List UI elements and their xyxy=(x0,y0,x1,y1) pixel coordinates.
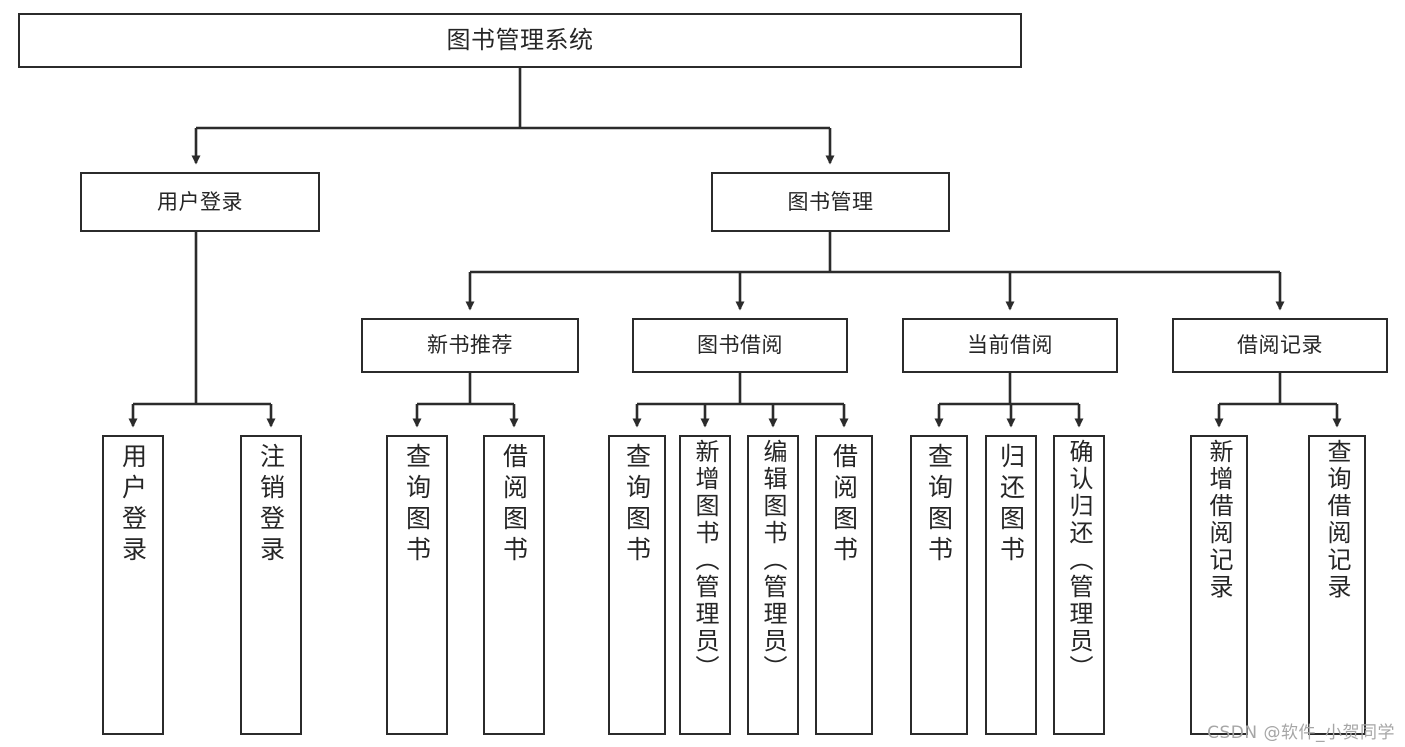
leaf-node-query-borrow-record[interactable]: 查询借阅记录 xyxy=(1308,435,1366,735)
node-borrow-record[interactable]: 借阅记录 xyxy=(1172,318,1388,373)
leaf-node-query-book-borrow-label: 查询图书 xyxy=(622,443,652,567)
leaf-node-return-book-label: 归还图书 xyxy=(996,443,1026,567)
leaf-node-query-borrow-record-label: 查询借阅记录 xyxy=(1323,439,1351,601)
leaf-node-return-book[interactable]: 归还图书 xyxy=(985,435,1037,735)
node-root-system[interactable]: 图书管理系统 xyxy=(18,13,1022,68)
node-root-system-label: 图书管理系统 xyxy=(446,25,594,54)
node-book-management[interactable]: 图书管理 xyxy=(711,172,950,232)
leaf-node-borrow-book[interactable]: 借阅图书 xyxy=(815,435,873,735)
leaf-node-query-book-current[interactable]: 查询图书 xyxy=(910,435,968,735)
leaf-node-add-borrow-record-label: 新增借阅记录 xyxy=(1205,439,1233,601)
leaf-node-confirm-return-admin[interactable]: 确认归还（管理员） xyxy=(1053,435,1105,735)
leaf-node-query-book-borrow[interactable]: 查询图书 xyxy=(608,435,666,735)
leaf-node-query-book-newrec-label: 查询图书 xyxy=(402,443,432,567)
node-current-borrow[interactable]: 当前借阅 xyxy=(902,318,1118,373)
leaf-node-user-login[interactable]: 用户登录 xyxy=(102,435,164,735)
leaf-node-confirm-return-admin-label: 确认归还（管理员） xyxy=(1065,439,1093,682)
leaf-node-query-book-current-label: 查询图书 xyxy=(924,443,954,567)
node-borrow-record-label: 借阅记录 xyxy=(1237,333,1323,358)
node-user-login-label: 用户登录 xyxy=(157,189,243,214)
leaf-node-user-login-label: 用户登录 xyxy=(118,443,148,567)
leaf-node-logout[interactable]: 注销登录 xyxy=(240,435,302,735)
leaf-node-add-borrow-record[interactable]: 新增借阅记录 xyxy=(1190,435,1248,735)
leaf-node-edit-book-admin[interactable]: 编辑图书（管理员） xyxy=(747,435,799,735)
node-book-management-label: 图书管理 xyxy=(787,189,874,214)
leaf-node-query-book-newrec[interactable]: 查询图书 xyxy=(386,435,448,735)
node-book-borrow-label: 图书借阅 xyxy=(697,333,783,358)
leaf-node-add-book-admin[interactable]: 新增图书（管理员） xyxy=(679,435,731,735)
node-book-borrow[interactable]: 图书借阅 xyxy=(632,318,848,373)
leaf-node-edit-book-admin-label: 编辑图书（管理员） xyxy=(759,439,787,682)
leaf-node-logout-label: 注销登录 xyxy=(256,443,286,567)
leaf-node-add-book-admin-label: 新增图书（管理员） xyxy=(691,439,719,682)
leaf-node-borrow-book-newrec-label: 借阅图书 xyxy=(499,443,529,567)
node-user-login[interactable]: 用户登录 xyxy=(80,172,320,232)
leaf-node-borrow-book-newrec[interactable]: 借阅图书 xyxy=(483,435,545,735)
node-new-book-recommend-label: 新书推荐 xyxy=(427,333,513,358)
node-new-book-recommend[interactable]: 新书推荐 xyxy=(361,318,579,373)
csdn-watermark: CSDN @软件_小贺同学 xyxy=(1207,723,1395,743)
leaf-node-borrow-book-label: 借阅图书 xyxy=(829,443,859,567)
node-current-borrow-label: 当前借阅 xyxy=(967,333,1053,358)
